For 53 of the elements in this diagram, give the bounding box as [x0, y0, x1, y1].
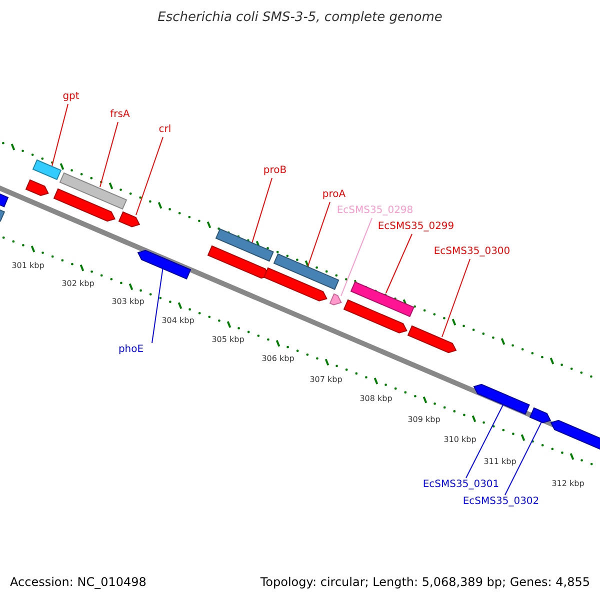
leader-line [386, 234, 412, 294]
leader-line [504, 420, 542, 496]
title: Escherichia coli SMS-3-5, complete genome [158, 12, 442, 24]
leader-line [340, 218, 372, 296]
gene-label: EcSMS35_0301 [422, 479, 500, 491]
leader-line [466, 402, 504, 478]
gene-feature [273, 253, 340, 290]
scale-label: 302 kbp [62, 278, 94, 290]
gene-label: EcSMS35_0299 [378, 221, 454, 233]
gene-label: EcSMS35_0302 [462, 496, 540, 508]
leader-line [100, 122, 118, 188]
gene-feature [329, 293, 342, 306]
leader-line [152, 266, 164, 344]
footer-text: Accession: NC_010498 [10, 576, 146, 588]
gene-feature [59, 172, 128, 210]
leader-line [308, 202, 330, 266]
gene-feature [118, 211, 140, 228]
scale-label: 308 kbp [360, 393, 392, 405]
gene-feature [263, 267, 328, 302]
gene-label: gpt [62, 91, 80, 103]
footer-text: Topology: circular; Length: 5,068,389 bp; Genes: 4,855 [260, 576, 590, 588]
gene-label: crl [158, 124, 172, 136]
scale-label: 304 kbp [162, 315, 194, 327]
gene-label: proB [263, 165, 287, 177]
gene-label: frsA [110, 109, 130, 121]
gene-feature [473, 384, 530, 415]
leader-line [136, 136, 164, 216]
scale-label: 310 kbp [444, 434, 476, 446]
gene-feature [407, 325, 457, 354]
scale-label: 307 kbp [310, 374, 342, 386]
scale-label: 305 kbp [212, 334, 244, 346]
leader-line [442, 258, 470, 338]
leader-line [252, 178, 272, 244]
gene-label: EcSMS35_0300 [434, 246, 510, 258]
gene-feature [25, 179, 49, 196]
leader-line [52, 104, 68, 166]
scale-label: 306 kbp [262, 353, 294, 365]
gene-feature [343, 299, 408, 334]
gene-feature [350, 281, 414, 318]
gene-feature [550, 420, 600, 452]
scale-label: 311 kbp [484, 456, 516, 468]
gene-label: phoE [118, 344, 144, 356]
gene-label: proA [322, 189, 346, 201]
scale-label: 303 kbp [112, 296, 144, 308]
scale-label: 301 kbp [12, 260, 44, 272]
scale-label: 309 kbp [408, 414, 440, 426]
scale-label: 312 kbp [552, 478, 584, 490]
gene-label: EcSMS35_0298 [336, 205, 414, 217]
gene-feature [215, 228, 274, 262]
gene-feature [529, 407, 552, 424]
gene-feature [53, 188, 116, 222]
gene-feature [32, 159, 62, 180]
gene-feature [137, 250, 192, 280]
